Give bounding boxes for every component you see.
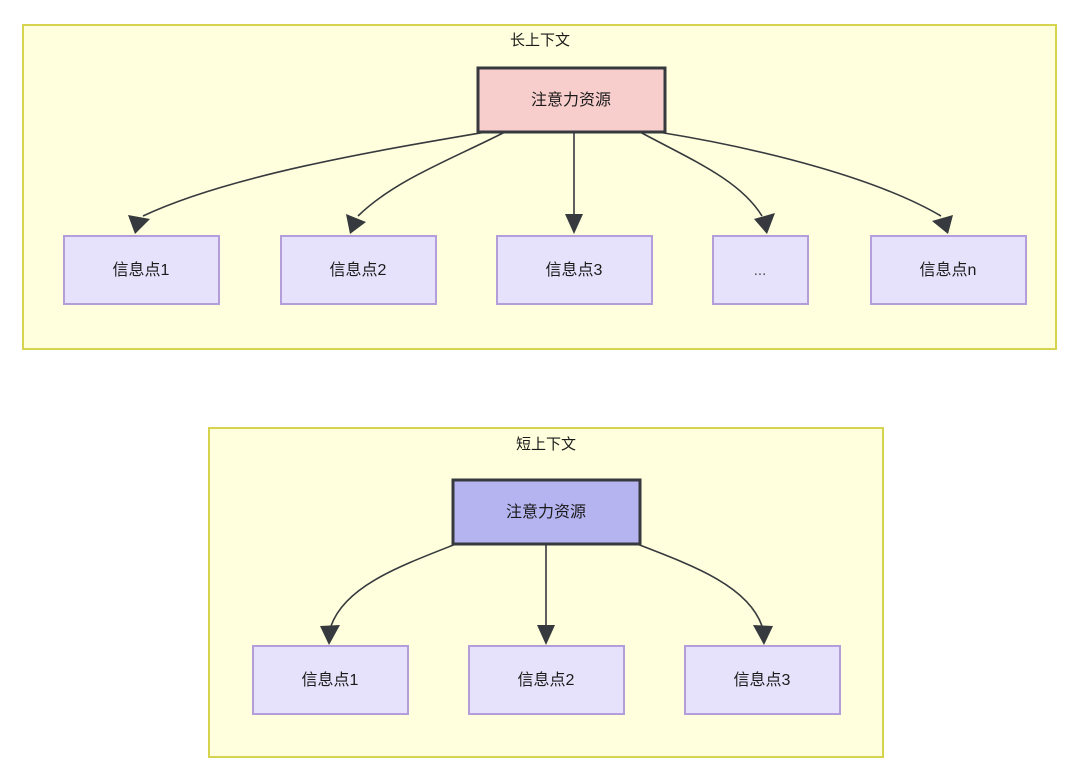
node-label-point1-long: 信息点1 [113, 261, 170, 279]
group-short-context: 短上下文 注意力资源 信息点1 [208, 427, 884, 758]
node-attention-resource-long[interactable]: 注意力资源 [476, 66, 667, 134]
arrowhead-pointn [932, 215, 953, 234]
group-long-context: 长上下文 注意 [22, 24, 1057, 350]
node-label-point1-short: 信息点1 [302, 671, 359, 689]
node-label-point3-short: 信息点3 [734, 671, 791, 689]
node-label-point2-short: 信息点2 [518, 671, 575, 689]
edges-short-context [320, 543, 773, 645]
edge-root-to-pointn [657, 131, 942, 217]
node-point3-short[interactable]: 信息点3 [684, 645, 841, 715]
arrowhead-point1 [128, 215, 150, 234]
node-box-point1-long[interactable] [63, 235, 220, 305]
node-label-point3-long: 信息点3 [546, 261, 603, 279]
node-box-pointn-long[interactable] [870, 235, 1027, 305]
node-label-ellipsis-long: ... [754, 262, 767, 279]
edge-root-to-point3-short [636, 543, 763, 627]
edge-root-to-point1-short [330, 543, 457, 627]
node-box-ellipsis-long[interactable] [712, 235, 809, 305]
arrowhead-point3-short [753, 625, 773, 645]
node-label-attention-resource-long: 注意力资源 [531, 90, 611, 109]
edges-long-context [128, 131, 953, 234]
edge-root-to-point1 [142, 131, 487, 217]
node-ellipsis-long[interactable]: ... [712, 235, 809, 305]
arrowhead-point2-short [537, 625, 555, 645]
node-point2-long[interactable]: 信息点2 [280, 235, 437, 305]
node-box-attention-resource-long[interactable] [476, 66, 667, 134]
node-box-point3-short[interactable] [684, 645, 841, 715]
node-label-pointn-long: 信息点n [920, 261, 977, 279]
node-box-point1-short[interactable] [252, 645, 409, 715]
node-box-point2-short[interactable] [468, 645, 625, 715]
node-point1-long[interactable]: 信息点1 [63, 235, 220, 305]
node-box-point2-long[interactable] [280, 235, 437, 305]
node-point1-short[interactable]: 信息点1 [252, 645, 409, 715]
node-point3-long[interactable]: 信息点3 [496, 235, 653, 305]
group-title-short-context: 短上下文 [516, 436, 576, 453]
arrowhead-point3 [565, 214, 583, 234]
node-label-point2-long: 信息点2 [330, 261, 387, 279]
arrowhead-point2 [346, 214, 366, 234]
group-title-long-context: 长上下文 [510, 32, 570, 49]
arrowhead-ellipsis [754, 213, 775, 234]
node-box-attention-resource-short[interactable] [451, 478, 642, 546]
node-attention-resource-short[interactable]: 注意力资源 [451, 478, 642, 546]
node-point2-short[interactable]: 信息点2 [468, 645, 625, 715]
edge-root-to-point2 [357, 131, 506, 217]
arrowhead-point1-short [320, 625, 340, 645]
node-box-point3-long[interactable] [496, 235, 653, 305]
node-label-attention-resource-short: 注意力资源 [506, 502, 586, 521]
edge-root-to-ellipsis [639, 131, 763, 217]
node-pointn-long[interactable]: 信息点n [870, 235, 1027, 305]
